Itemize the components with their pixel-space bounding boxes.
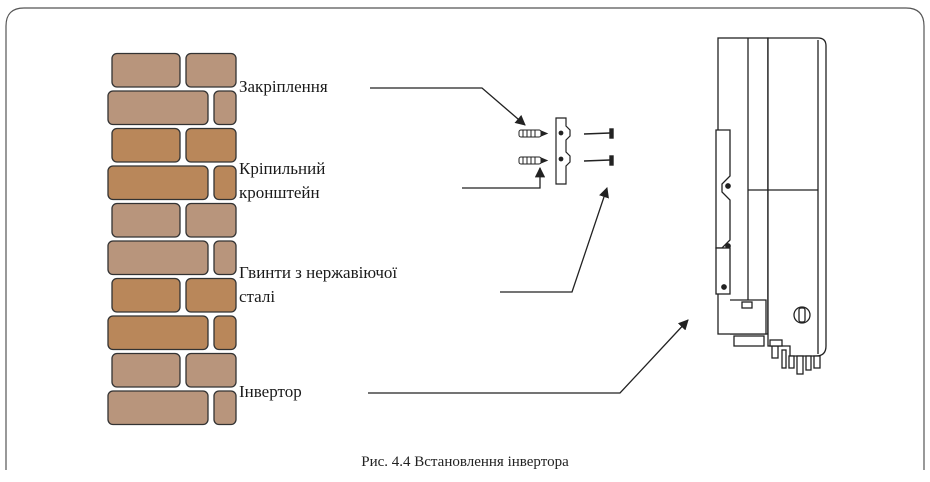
bracket-label-line1: Кріпильний — [239, 159, 326, 178]
brick — [185, 52, 237, 88]
brick — [185, 127, 237, 163]
brick — [213, 165, 237, 201]
brick — [111, 52, 181, 88]
inverter-label: Інвертор — [239, 382, 302, 401]
inverter-leader-line — [368, 319, 689, 394]
brick — [213, 90, 237, 126]
stainless-screw-icon — [583, 128, 614, 166]
brick — [185, 352, 237, 388]
figure-caption: Рис. 4.4 Встановлення інвертора — [361, 454, 569, 470]
brick — [111, 202, 181, 238]
mounting-bracket-icon — [555, 117, 571, 185]
brick — [107, 165, 209, 201]
brick — [107, 390, 209, 426]
brick — [185, 202, 237, 238]
brick — [107, 315, 209, 351]
screws-leader-line — [500, 187, 609, 293]
wall-anchor-icon — [518, 129, 549, 165]
brick — [107, 90, 209, 126]
brick — [213, 240, 237, 276]
page-frame — [5, 7, 925, 470]
brick — [107, 240, 209, 276]
bracket-leader-line — [462, 166, 546, 189]
brick — [111, 352, 181, 388]
brick — [213, 315, 237, 351]
inverter-icon — [715, 37, 827, 375]
screws-label-line2: сталі — [239, 287, 276, 306]
anchor-label: Закріплення — [239, 77, 328, 96]
brick — [111, 127, 181, 163]
brick — [185, 277, 237, 313]
brick — [111, 277, 181, 313]
bracket-label-line2: кронштейн — [239, 183, 320, 202]
anchor-leader-line — [370, 87, 526, 126]
brick — [213, 390, 237, 426]
brick-wall — [107, 52, 237, 426]
screws-label-line1: Гвинти з нержавіючої — [239, 263, 398, 282]
